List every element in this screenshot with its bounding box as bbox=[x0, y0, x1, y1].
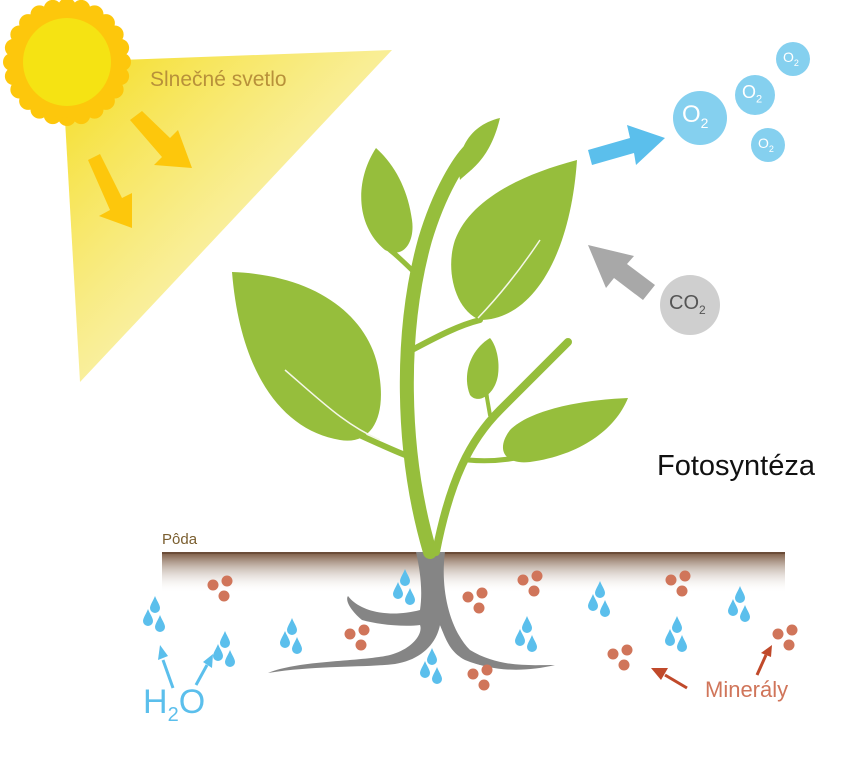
co2-text: CO bbox=[669, 292, 699, 314]
co2-subscript: 2 bbox=[699, 303, 706, 317]
water-arrow bbox=[194, 654, 213, 686]
mineral-particle bbox=[355, 639, 367, 651]
water-o: O bbox=[178, 683, 206, 721]
water-drop-icon bbox=[432, 667, 442, 684]
mineral-particle bbox=[473, 602, 485, 614]
mineral-particle bbox=[618, 659, 630, 671]
water-drop-icon bbox=[420, 661, 430, 678]
mineral-particle bbox=[218, 590, 230, 602]
mineral-particle bbox=[665, 574, 677, 586]
o2-text: O bbox=[783, 49, 794, 65]
soil-label: Pôda bbox=[162, 531, 198, 548]
minerals-label: Minerály bbox=[705, 677, 789, 702]
mineral-particle bbox=[476, 587, 488, 599]
water-drop-icon bbox=[292, 637, 302, 654]
water-drop-icon bbox=[588, 594, 598, 611]
mineral-particle bbox=[358, 624, 370, 636]
water-drop-icon bbox=[393, 582, 403, 599]
leaf bbox=[232, 272, 381, 441]
mineral-particle bbox=[221, 575, 233, 587]
water-drop-icon bbox=[595, 581, 605, 598]
mineral-particle bbox=[478, 679, 490, 691]
mineral-particle bbox=[462, 591, 474, 603]
mineral-particle bbox=[786, 624, 798, 636]
co2-bubble bbox=[660, 275, 720, 335]
water-drop-icon bbox=[665, 629, 675, 646]
water-drop-icon bbox=[677, 635, 687, 652]
o2-subscript: 2 bbox=[768, 143, 774, 154]
sunlight-arrow bbox=[130, 111, 192, 168]
water-drop-icon bbox=[225, 650, 235, 667]
o2-text: O bbox=[758, 135, 769, 151]
water-arrow bbox=[158, 645, 175, 689]
mineral-particle bbox=[517, 574, 529, 586]
water-drop-icon bbox=[600, 600, 610, 617]
water-drop-icon bbox=[220, 631, 230, 648]
sunlight-arrow bbox=[88, 154, 132, 228]
water-drop-icon bbox=[213, 644, 223, 661]
mineral-particle bbox=[679, 570, 691, 582]
leaf bbox=[466, 338, 499, 399]
soil-layer bbox=[162, 553, 785, 593]
o2-label: O2 bbox=[742, 82, 762, 106]
water-drop-icon bbox=[287, 618, 297, 635]
mineral-particle bbox=[676, 585, 688, 597]
o2-subscript: 2 bbox=[756, 93, 763, 106]
oxygen-bubble bbox=[751, 128, 785, 162]
water-drop-icon bbox=[150, 596, 160, 613]
water-drop-icon bbox=[280, 631, 290, 648]
water-drop-icon bbox=[527, 635, 537, 652]
water-h: H bbox=[143, 683, 168, 721]
mineral-particle bbox=[467, 668, 479, 680]
mineral-particle bbox=[621, 644, 633, 656]
oxygen-bubble bbox=[673, 91, 727, 145]
mineral-particle bbox=[772, 628, 784, 640]
mineral-particle bbox=[531, 570, 543, 582]
water-drop-icon bbox=[728, 599, 738, 616]
leaf bbox=[502, 398, 628, 463]
plant-roots bbox=[268, 552, 555, 673]
mineral-arrow bbox=[755, 645, 772, 676]
water-drop-icon bbox=[735, 586, 745, 603]
water-subscript: 2 bbox=[167, 703, 179, 726]
mineral-arrow bbox=[651, 668, 688, 690]
o2-subscript: 2 bbox=[700, 114, 709, 131]
mineral-particle bbox=[607, 648, 619, 660]
water-drop-icon bbox=[427, 648, 437, 665]
mineral-particle bbox=[344, 628, 356, 640]
o2-label: O2 bbox=[758, 135, 774, 154]
oxygen-bubble bbox=[776, 42, 810, 76]
o2-text: O bbox=[742, 82, 757, 102]
water-drop-icon bbox=[155, 615, 165, 632]
diagram-title: Fotosyntéza bbox=[657, 450, 815, 482]
water-drop-icon bbox=[515, 629, 525, 646]
water-drop-icon bbox=[522, 616, 532, 633]
oxygen-bubble bbox=[735, 75, 775, 115]
water-drop-icon bbox=[400, 569, 410, 586]
o2-subscript: 2 bbox=[793, 57, 799, 68]
leaf bbox=[459, 118, 500, 180]
mineral-particle bbox=[481, 664, 493, 676]
mineral-particle bbox=[783, 639, 795, 651]
water-label: H2O bbox=[143, 683, 205, 727]
leaf bbox=[361, 148, 413, 253]
water-drop-icon bbox=[672, 616, 682, 633]
sunlight-label: Slnečné svetlo bbox=[150, 68, 287, 91]
water-drop-icon bbox=[740, 605, 750, 622]
water-drop-icon bbox=[405, 588, 415, 605]
co2-label: CO2 bbox=[669, 292, 706, 317]
water-drop-icon bbox=[143, 609, 153, 626]
o2-label: O2 bbox=[783, 49, 799, 68]
o2-text: O bbox=[682, 101, 701, 128]
o2-label: O2 bbox=[682, 101, 708, 131]
mineral-particle bbox=[528, 585, 540, 597]
co2-arrow bbox=[588, 245, 655, 300]
oxygen-arrow bbox=[588, 125, 665, 165]
leaf bbox=[451, 160, 577, 320]
mineral-particle bbox=[207, 579, 219, 591]
sun-icon bbox=[3, 0, 131, 126]
